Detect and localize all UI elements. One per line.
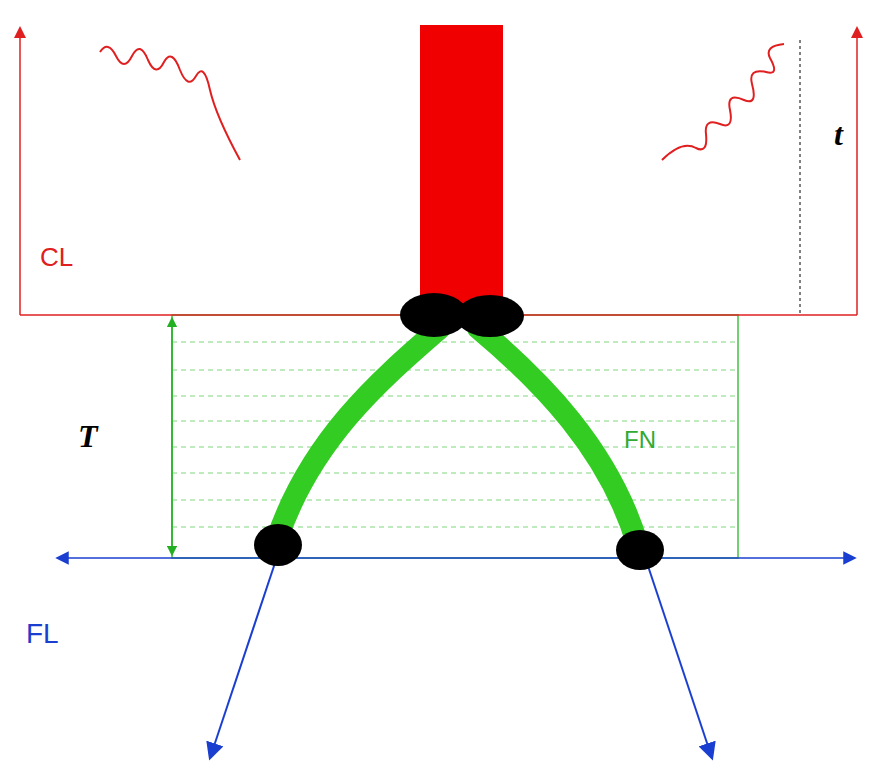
time-label: t bbox=[834, 118, 843, 150]
green-string bbox=[276, 328, 440, 542]
height-arrow bbox=[171, 322, 173, 551]
region-label: CL bbox=[40, 244, 73, 270]
wavy-line bbox=[100, 47, 240, 160]
blue-ray bbox=[646, 560, 710, 752]
line-label: FL bbox=[26, 620, 59, 648]
string-label: FN bbox=[624, 428, 656, 452]
green-string bbox=[478, 328, 638, 546]
height-label: T bbox=[78, 420, 98, 452]
vertex-blob bbox=[616, 530, 664, 570]
blue-ray bbox=[212, 560, 276, 752]
vertex-blob bbox=[254, 524, 302, 566]
vertex-blob bbox=[456, 295, 524, 337]
bulk-region bbox=[172, 315, 738, 558]
time-axis bbox=[19, 32, 21, 315]
red-column bbox=[420, 25, 503, 315]
slice-lines bbox=[172, 342, 738, 527]
time-axis bbox=[856, 32, 858, 315]
wavy-line bbox=[662, 44, 784, 160]
dotted-marker bbox=[800, 40, 801, 315]
blue-axis bbox=[62, 557, 850, 559]
